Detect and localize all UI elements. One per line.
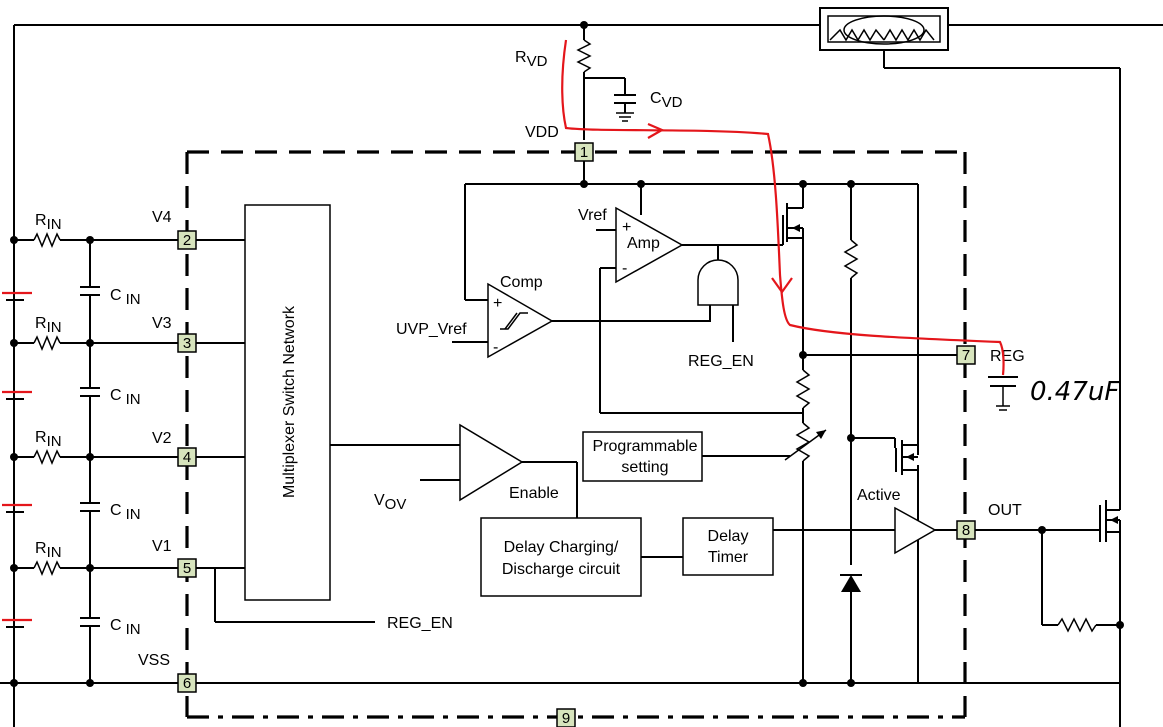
- external-mosfet: [1099, 500, 1121, 542]
- amp-opamp: [596, 206, 803, 414]
- pullup-resistor: [843, 184, 859, 565]
- vov-label: VOV: [374, 492, 406, 513]
- vref-label: Vref: [578, 207, 607, 224]
- pin-1: [574, 142, 594, 162]
- rin-label-1: RIN: [35, 212, 62, 233]
- rvd-label: RVD: [515, 49, 548, 70]
- v2-label: V2: [152, 430, 172, 447]
- internal-rails: [464, 160, 919, 683]
- vdd-label: VDD: [525, 124, 559, 141]
- ov-comparator: [420, 423, 578, 518]
- delay-cd-line2: Discharge circuit: [502, 561, 621, 578]
- delay-cd-line1: Delay Charging/: [504, 539, 619, 556]
- delay-charging-block: [480, 517, 642, 597]
- cvd-label: CVD: [650, 90, 683, 111]
- svg-text:3: 3: [183, 335, 191, 352]
- svg-text:9: 9: [562, 710, 570, 727]
- v3-label: V3: [152, 315, 172, 332]
- protection-element: [819, 7, 949, 51]
- multiplexer-label: Multiplexer Switch Network: [281, 305, 298, 498]
- prog-line1: Programmable: [593, 438, 698, 455]
- delay-timer-line1: Delay: [708, 528, 749, 545]
- annotated-capacitor: [988, 376, 1018, 411]
- out-label: OUT: [988, 502, 1022, 519]
- pin-5: [177, 558, 197, 578]
- reg-node: [700, 351, 957, 687]
- comparator: [452, 282, 710, 359]
- rin-label-2: RIN: [35, 315, 62, 336]
- active-nmos: [847, 434, 918, 475]
- rin-label-3: RIN: [35, 429, 62, 450]
- reg-label: REG: [990, 348, 1025, 365]
- v1-label: V1: [152, 538, 172, 555]
- cvd-capacitor: [584, 77, 636, 122]
- pins: 1 2 3 4 5 6 7 8 9: [177, 142, 976, 727]
- uvp-vref-label: UVP_Vref: [396, 321, 467, 338]
- red-annotation-path: [561, 39, 1005, 376]
- zener-diode: [840, 574, 862, 687]
- pin-2: [177, 230, 197, 250]
- and-gate: [697, 245, 739, 342]
- multiplexer-block: [244, 204, 331, 601]
- rvd-resistor: [576, 21, 592, 73]
- pmos-regulator: [782, 184, 804, 355]
- pin-7: [956, 345, 976, 365]
- pin-9: [556, 708, 576, 727]
- reg-en-label-bottom: REG_EN: [387, 615, 453, 632]
- pin-6: [177, 673, 197, 693]
- comp-plus: +: [493, 295, 502, 312]
- svg-text:7: 7: [962, 347, 970, 364]
- enable-label: Enable: [509, 485, 559, 502]
- amp-plus: +: [622, 219, 631, 236]
- comp-label: Comp: [500, 274, 543, 291]
- pin-8: [956, 520, 976, 540]
- active-label: Active: [857, 487, 901, 504]
- rin-label-4: RIN: [35, 540, 62, 561]
- pin-3: [177, 333, 197, 353]
- pin-4: [177, 447, 197, 467]
- svg-text:1: 1: [580, 144, 588, 161]
- svg-text:6: 6: [183, 675, 191, 692]
- svg-text:8: 8: [962, 522, 970, 539]
- programmable-setting-block: [582, 431, 703, 482]
- svg-text:4: 4: [183, 449, 191, 466]
- svg-text:2: 2: [183, 232, 191, 249]
- battery-stack: [2, 291, 32, 628]
- prog-line2: setting: [621, 459, 668, 476]
- amp-label: Amp: [627, 235, 660, 252]
- output-buffer: [894, 506, 1124, 633]
- cap-value-annotation: 0.47uF: [1030, 377, 1120, 407]
- svg-text:5: 5: [183, 560, 191, 577]
- amp-minus: -: [622, 260, 627, 277]
- delay-timer-line2: Timer: [708, 549, 749, 566]
- v4-label: V4: [152, 209, 172, 226]
- reg-en-label-top: REG_EN: [688, 353, 754, 370]
- delay-timer-block: [682, 517, 774, 576]
- comp-minus: -: [493, 339, 498, 356]
- vss-label: VSS: [138, 652, 170, 669]
